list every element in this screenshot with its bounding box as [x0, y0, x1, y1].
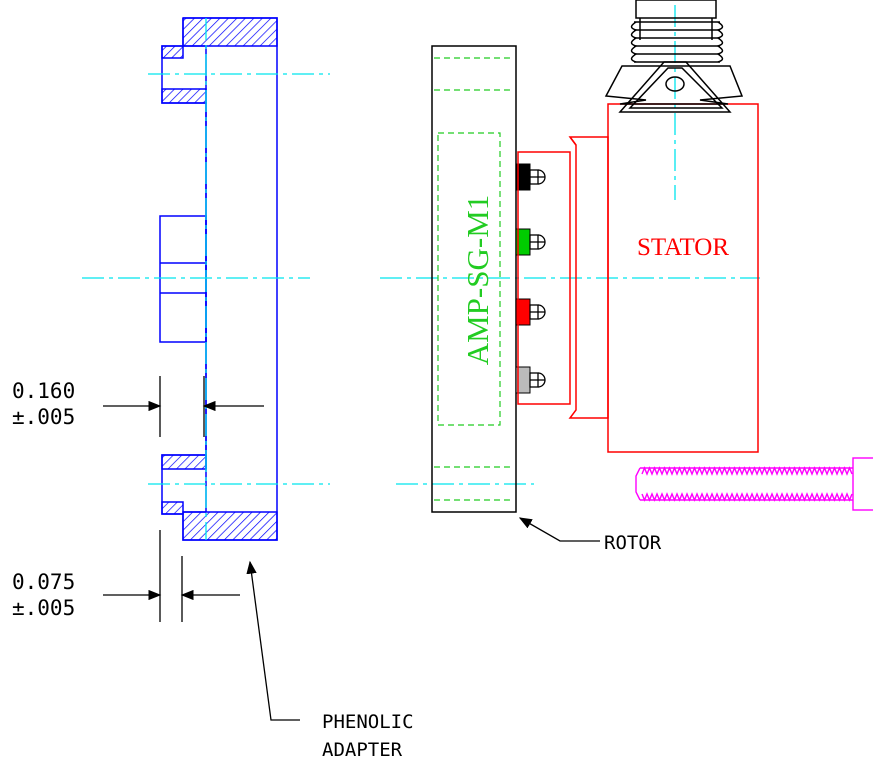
- fitting-cap: [635, 0, 717, 19]
- adapter-hub: [159, 215, 207, 343]
- stator-label: STATOR: [637, 234, 729, 261]
- rotor-leader: [518, 517, 600, 542]
- pin-red: [515, 298, 546, 326]
- centerlines: [82, 5, 760, 540]
- adapter-bottom-step-hatch: [161, 501, 184, 515]
- pin-black: [515, 163, 546, 191]
- thickness-value: 0.075: [12, 570, 75, 594]
- dimension-gap: [103, 376, 264, 437]
- amp-label-frame: [437, 132, 501, 426]
- adapter-top-lip-hatch: [161, 88, 207, 104]
- fitting-clamp: [604, 65, 744, 105]
- amp-model-label: AMP-SG-M1: [460, 195, 495, 366]
- bolt-head: [852, 457, 873, 511]
- thickness-tolerance: ±.005: [12, 596, 75, 620]
- gap-tolerance: ±.005: [12, 405, 75, 429]
- rotor-hidden-lines: [434, 57, 514, 501]
- bolt: [635, 457, 873, 511]
- connector-pins: [515, 163, 546, 394]
- threaded-fitting: [604, 0, 744, 113]
- fitting-threads: [634, 21, 720, 63]
- pin-green: [515, 228, 546, 256]
- phenolic-adapter: [159, 17, 278, 541]
- bolt-thread-bottom: [641, 492, 853, 502]
- fitting-saddle: [618, 61, 732, 113]
- rotor: [431, 45, 517, 513]
- dimension-thickness: [103, 530, 240, 622]
- rotor-body: [431, 45, 517, 513]
- fitting-hole: [665, 76, 685, 92]
- bolt-thread-top: [641, 466, 853, 476]
- rotor-label: ROTOR: [604, 532, 662, 554]
- adapter-bottom-lip-hatch: [161, 454, 207, 470]
- phenolic-label-line1: PHENOLIC: [322, 711, 414, 733]
- stator-connector-plate: [517, 151, 571, 405]
- bolt-shank: [635, 467, 853, 501]
- adapter-top-flange-hatch: [182, 17, 278, 47]
- phenolic-label-line2: ADAPTER: [322, 739, 403, 761]
- pin-gray: [515, 366, 546, 394]
- adapter-bottom-flange-hatch: [182, 511, 278, 541]
- phenolic-leader: [246, 560, 300, 721]
- gap-value: 0.160: [12, 379, 75, 403]
- adapter-top-step-hatch: [161, 45, 184, 59]
- stator: [517, 103, 759, 453]
